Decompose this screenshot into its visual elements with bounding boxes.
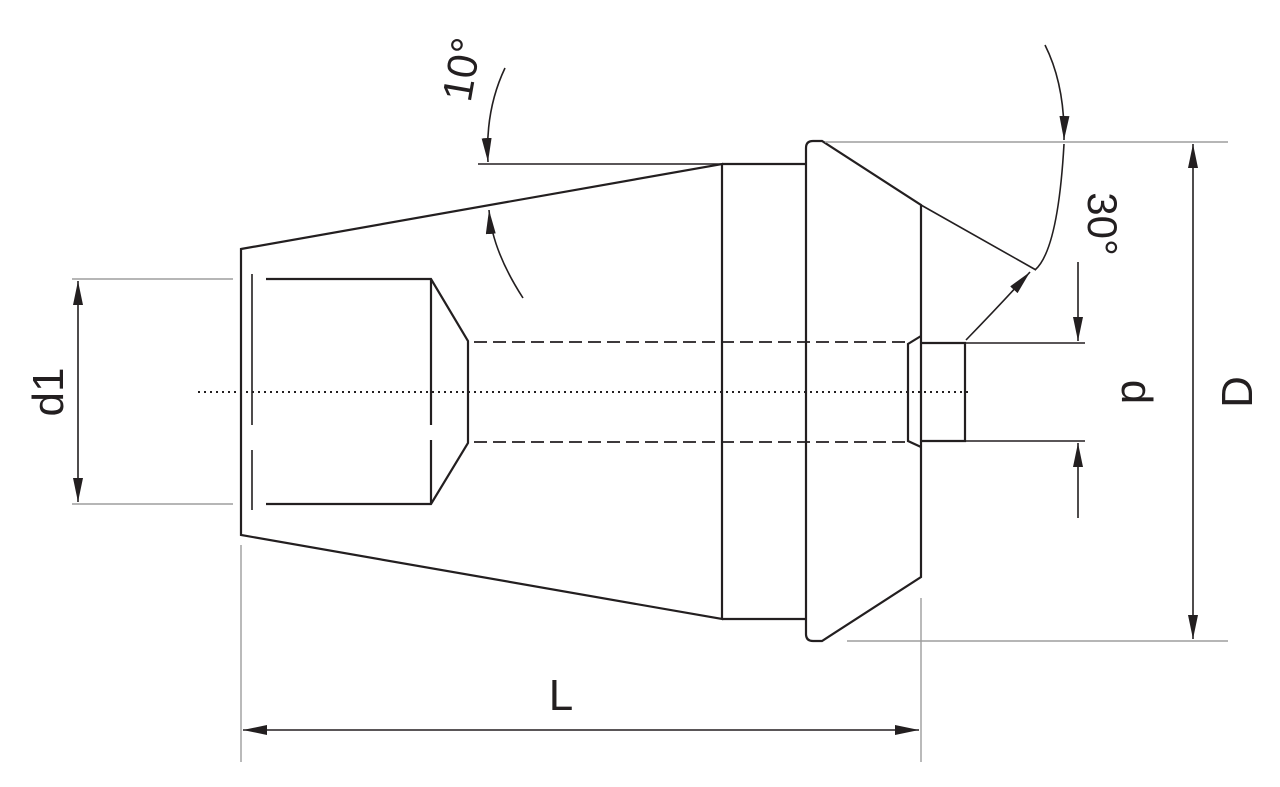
ext-30deg-ref [920,204,1037,271]
internal-bore [198,274,972,510]
cylinder-section-outline [722,162,806,621]
label-D: D [1213,376,1262,408]
extension-lines [72,141,1228,762]
label-angle-10: 10° [433,34,490,105]
cone-head-outline [804,139,923,643]
dimension-angle-30: 30° [965,44,1126,341]
dimension-d: d [1073,262,1161,518]
dimension-L: L [243,671,919,735]
dimension-d1: d1 [24,281,83,502]
dimension-angle-10: 10° [433,34,524,299]
label-d1: d1 [24,368,73,417]
part-body [239,139,967,643]
label-L: L [549,671,573,720]
label-d: d [1112,380,1161,404]
label-angle-30: 30° [1079,192,1126,256]
dimension-D: D [1188,144,1262,639]
